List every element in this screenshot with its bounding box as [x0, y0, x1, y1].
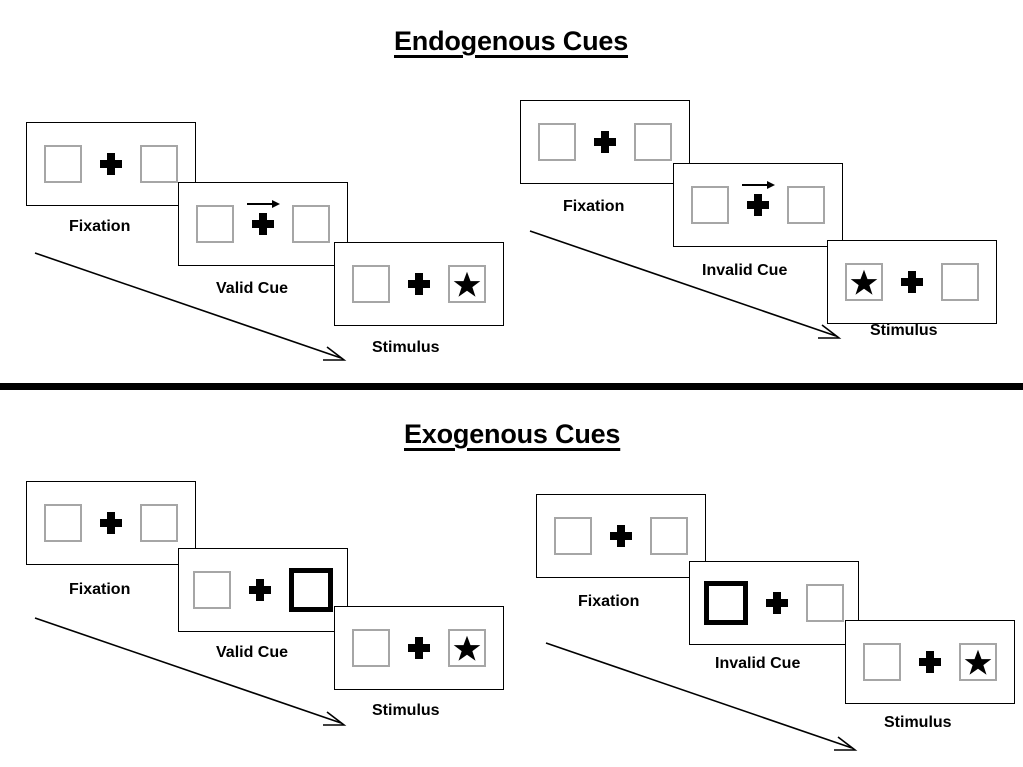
- placeholder-box-left: [538, 123, 576, 161]
- plus-icon: [249, 579, 271, 601]
- star-icon: [453, 635, 481, 662]
- trial-frame-exogenous-invalid-stimulus[interactable]: [845, 620, 1015, 704]
- section-title-exogenous: Exogenous Cues: [404, 419, 621, 449]
- frame-content: [521, 101, 689, 183]
- placeholder-box-right: [787, 186, 825, 224]
- cue-box-right: [289, 568, 333, 612]
- stimulus-row: [196, 200, 330, 243]
- plus-icon: [919, 651, 941, 673]
- trial-frame-exogenous-valid-fixation[interactable]: [26, 481, 196, 565]
- caption-endogenous-invalid-fixation: Fixation: [563, 198, 625, 215]
- cue-box-left: [704, 581, 748, 625]
- trial-frame-endogenous-valid-cue[interactable]: [178, 182, 348, 266]
- stimulus-row: [44, 504, 178, 542]
- frame-content: [335, 243, 503, 325]
- trial-frame-endogenous-valid-stimulus[interactable]: [334, 242, 504, 326]
- arrow-right-icon: [247, 198, 281, 210]
- placeholder-box-right: [292, 205, 330, 243]
- timeline-arrow-icon-exogenous-valid: [33, 615, 348, 730]
- placeholder-box-left: [863, 643, 901, 681]
- placeholder-box-right: [140, 145, 178, 183]
- placeholder-box-left: [352, 629, 390, 667]
- plus-icon: [100, 153, 122, 175]
- caption-exogenous-invalid-fixation: Fixation: [578, 593, 640, 610]
- stimulus-row: [193, 568, 333, 612]
- plus-icon: [594, 131, 616, 153]
- trial-frame-exogenous-valid-stimulus[interactable]: [334, 606, 504, 690]
- stimulus-row: [863, 643, 997, 681]
- placeholder-box-right: [806, 584, 844, 622]
- placeholder-box-right: [941, 263, 979, 301]
- caption-endogenous-valid-cue: Valid Cue: [216, 280, 289, 297]
- frame-content: [846, 621, 1014, 703]
- stimulus-row: [704, 581, 844, 625]
- timeline-arrow-icon-endogenous-valid: [33, 250, 348, 365]
- placeholder-box-left: [196, 205, 234, 243]
- caption-exogenous-valid-fixation: Fixation: [69, 581, 131, 598]
- placeholder-box-right: [634, 123, 672, 161]
- section-title-endogenous: Endogenous Cues: [394, 26, 629, 56]
- stimulus-row: [554, 517, 688, 555]
- placeholder-box-left: [193, 571, 231, 609]
- plus-icon: [901, 271, 923, 293]
- stimulus-row: [538, 123, 672, 161]
- target-box-right: [448, 629, 486, 667]
- target-box-left: [845, 263, 883, 301]
- caption-exogenous-valid-cue: Valid Cue: [216, 644, 289, 661]
- caption-exogenous-valid-stimulus: Stimulus: [372, 702, 440, 719]
- placeholder-box-right: [140, 504, 178, 542]
- trial-frame-endogenous-invalid-fixation[interactable]: [520, 100, 690, 184]
- frame-content: [335, 607, 503, 689]
- placeholder-box-right: [650, 517, 688, 555]
- plus-icon: [766, 592, 788, 614]
- frame-content: [537, 495, 705, 577]
- plus-icon: [252, 213, 274, 235]
- target-box-right: [448, 265, 486, 303]
- trial-frame-endogenous-valid-fixation[interactable]: [26, 122, 196, 206]
- caption-endogenous-valid-fixation: Fixation: [69, 218, 131, 235]
- trial-frame-endogenous-invalid-stimulus[interactable]: [827, 240, 997, 324]
- section-divider: [0, 383, 1023, 390]
- star-icon: [850, 269, 878, 296]
- placeholder-box-left: [44, 504, 82, 542]
- arrow-right-icon: [742, 179, 776, 191]
- caption-endogenous-valid-stimulus: Stimulus: [372, 339, 440, 356]
- caption-exogenous-invalid-stimulus: Stimulus: [884, 714, 952, 731]
- frame-content: [179, 549, 347, 631]
- frame-content: [179, 183, 347, 265]
- trial-frame-exogenous-invalid-cue[interactable]: [689, 561, 859, 645]
- frame-content: [27, 482, 195, 564]
- frame-content: [828, 241, 996, 323]
- plus-icon: [747, 194, 769, 216]
- star-icon: [964, 649, 992, 676]
- trial-frame-endogenous-invalid-cue[interactable]: [673, 163, 843, 247]
- placeholder-box-left: [691, 186, 729, 224]
- plus-icon: [100, 512, 122, 534]
- caption-endogenous-invalid-stimulus: Stimulus: [870, 322, 938, 339]
- stimulus-row: [691, 181, 825, 224]
- frame-content: [27, 123, 195, 205]
- placeholder-box-left: [352, 265, 390, 303]
- target-box-right: [959, 643, 997, 681]
- placeholder-box-left: [554, 517, 592, 555]
- plus-icon: [408, 637, 430, 659]
- plus-icon: [610, 525, 632, 547]
- stimulus-row: [845, 263, 979, 301]
- timeline-arrow-icon-exogenous-invalid: [544, 640, 859, 755]
- stimulus-row: [44, 145, 178, 183]
- stimulus-row: [352, 629, 486, 667]
- star-icon: [453, 271, 481, 298]
- plus-icon: [408, 273, 430, 295]
- frame-content: [690, 562, 858, 644]
- trial-frame-exogenous-invalid-fixation[interactable]: [536, 494, 706, 578]
- placeholder-box-left: [44, 145, 82, 183]
- stimulus-row: [352, 265, 486, 303]
- trial-frame-exogenous-valid-cue[interactable]: [178, 548, 348, 632]
- caption-exogenous-invalid-cue: Invalid Cue: [715, 655, 801, 672]
- frame-content: [674, 164, 842, 246]
- caption-endogenous-invalid-cue: Invalid Cue: [702, 262, 788, 279]
